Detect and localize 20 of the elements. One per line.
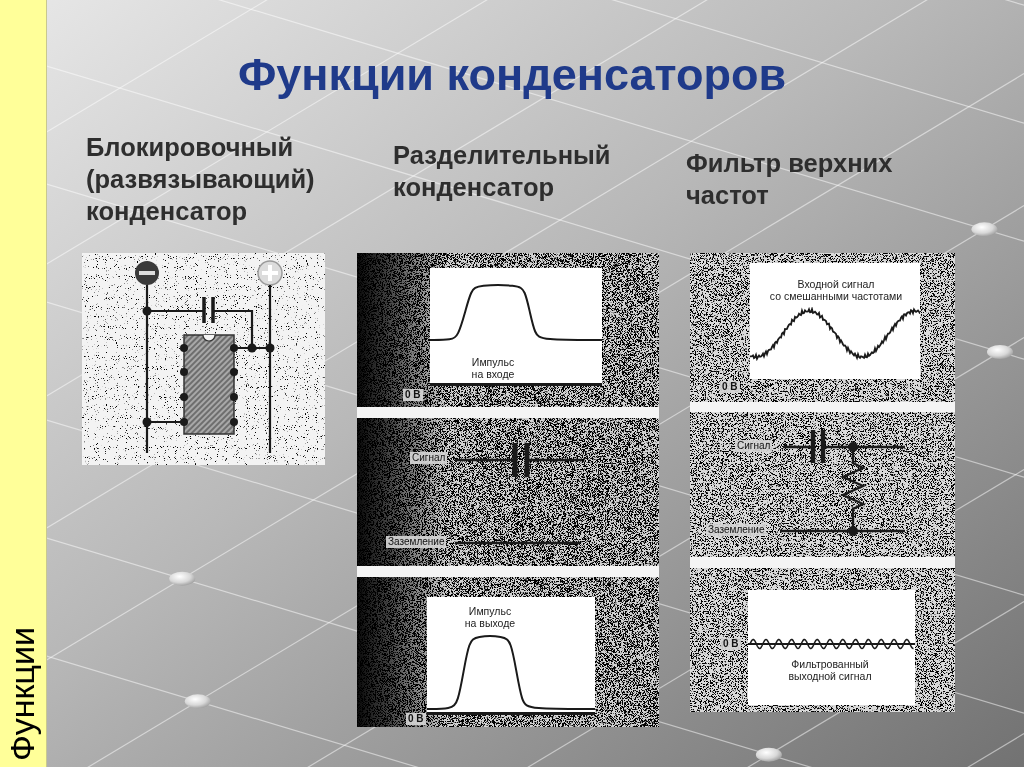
waveform-plot [750, 263, 920, 379]
sidebar-label: Функции [4, 627, 40, 761]
waveform-plot [427, 597, 595, 715]
panel-heading: Разделительный конденсатор [393, 140, 611, 203]
voltage-label: 0 В [403, 389, 423, 401]
plot-caption: Импульс на выходе [464, 605, 516, 629]
wire-label: Сигнал [735, 440, 773, 452]
plot-caption: Импульс на входе [471, 356, 515, 380]
plot-caption: Фильтрованный выходной сигнал [788, 658, 872, 682]
voltage-label: 0 В [406, 713, 426, 725]
panel-heading: Блокировочный (развязывающий) конденсатор [86, 132, 315, 227]
plot-caption: Входной сигнал со смешанными частотами [769, 278, 903, 302]
voltage-label: 0 В [720, 381, 740, 393]
voltage-label: 0 В [721, 638, 741, 650]
wire-label: Заземление [706, 524, 767, 536]
wire-label: Заземление [386, 536, 447, 548]
slide-title: Функции конденсаторов [237, 49, 787, 101]
waveform-plot [748, 590, 915, 705]
wire-label: Сигнал [410, 452, 448, 464]
panel-heading: Фильтр верхних частот [686, 148, 893, 211]
